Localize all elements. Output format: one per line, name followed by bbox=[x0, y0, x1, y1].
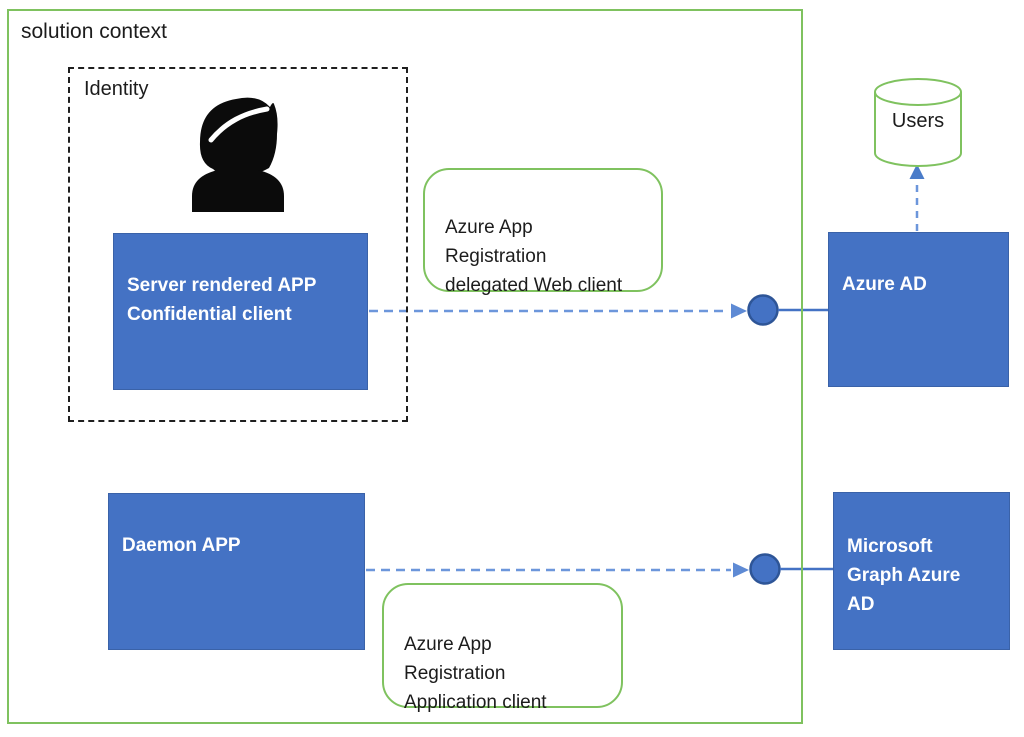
identity-group-box bbox=[68, 67, 408, 422]
solution-context-title: solution context bbox=[21, 20, 167, 43]
node-ms-graph-label: Microsoft Graph Azure AD bbox=[847, 536, 961, 615]
node-server-app: Server rendered APP Confidential client bbox=[113, 233, 368, 390]
solution-context-box bbox=[7, 9, 803, 724]
users-database-cylinder bbox=[874, 78, 962, 167]
node-server-app-label: Server rendered APP Confidential client bbox=[127, 275, 317, 325]
node-azure-ad-label: Azure AD bbox=[842, 274, 927, 295]
node-daemon-app-label: Daemon APP bbox=[122, 535, 241, 556]
node-daemon-app: Daemon APP bbox=[108, 493, 365, 650]
woman-user-icon bbox=[192, 97, 284, 212]
users-label: Users bbox=[891, 110, 945, 132]
cylinder-top bbox=[874, 78, 962, 106]
identity-label: Identity bbox=[84, 78, 149, 100]
node-ms-graph: Microsoft Graph Azure AD bbox=[833, 492, 1010, 650]
hair-parting-line bbox=[208, 106, 270, 143]
annotation-application-label: Azure App Registration Application clien… bbox=[404, 634, 547, 713]
annotation-delegated-label: Azure App Registration delegated Web cli… bbox=[445, 217, 623, 296]
shoulders-silhouette bbox=[192, 170, 284, 212]
annotation-delegated-web-client: Azure App Registration delegated Web cli… bbox=[423, 168, 663, 296]
hair-silhouette bbox=[199, 97, 278, 177]
annotation-application-client: Azure App Registration Application clien… bbox=[382, 583, 623, 713]
node-azure-ad: Azure AD bbox=[828, 232, 1009, 387]
cylinder-body bbox=[874, 92, 962, 167]
